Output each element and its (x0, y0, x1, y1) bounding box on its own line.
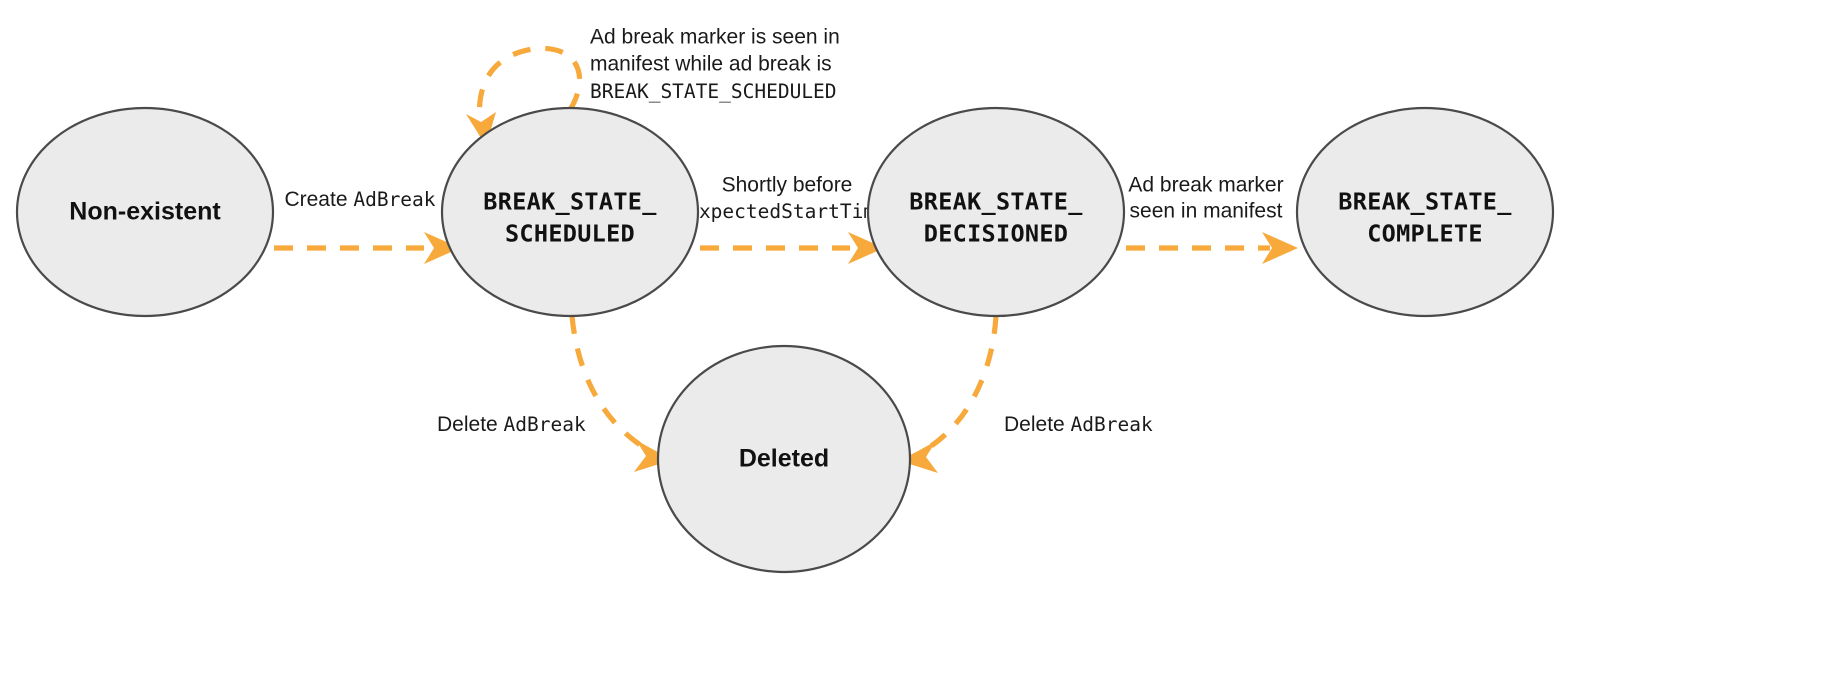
edge-create-adbreak-label: Create AdBreak (284, 188, 435, 211)
edge-scheduled-self-loop-label-code: BREAK_STATE_SCHEDULED (590, 80, 837, 103)
edge-decisioned-to-complete: Ad break marker seen in manifest (1126, 174, 1298, 264)
node-break-state-scheduled-label-line1: BREAK_STATE_ (483, 188, 657, 216)
edge-scheduled-self-loop-line (476, 45, 583, 123)
node-break-state-scheduled[interactable]: BREAK_STATE_ SCHEDULED (440, 106, 700, 318)
node-break-state-scheduled-label-line2: SCHEDULED (505, 220, 635, 248)
edge-delete-adbreak-right-label: Delete AdBreak (1004, 413, 1153, 436)
node-break-state-decisioned-shape[interactable] (866, 106, 1126, 318)
node-break-state-decisioned-label-line1: BREAK_STATE_ (909, 188, 1083, 216)
edge-scheduled-self-loop-label-line1: Ad break marker is seen in (590, 26, 840, 49)
edge-create-adbreak-arrowhead (424, 232, 460, 264)
node-non-existent[interactable]: Non-existent (15, 106, 275, 318)
edge-scheduled-to-decisioned-label-line1: Shortly before (722, 174, 853, 197)
node-break-state-scheduled-shape[interactable] (440, 106, 700, 318)
edge-scheduled-to-decisioned: Shortly before expectedStartTime (687, 174, 887, 264)
edge-scheduled-to-decisioned-arrowhead (848, 232, 884, 264)
edge-scheduled-to-deleted-arrowhead (634, 440, 672, 472)
edge-decisioned-to-complete-label-line1: Ad break marker (1128, 174, 1283, 197)
edge-scheduled-self-loop-label-line2: manifest while ad break is (590, 53, 832, 76)
node-non-existent-shape[interactable] (15, 106, 275, 318)
node-break-state-complete-label-line1: BREAK_STATE_ (1338, 188, 1512, 216)
edge-scheduled-to-deleted: Delete AdBreak (437, 315, 672, 472)
node-deleted-shape[interactable] (656, 344, 912, 574)
node-break-state-decisioned[interactable]: BREAK_STATE_ DECISIONED (866, 106, 1126, 318)
edge-create-adbreak: Create AdBreak (274, 188, 460, 264)
node-non-existent-label: Non-existent (69, 198, 221, 226)
node-break-state-complete-shape[interactable] (1295, 106, 1555, 318)
node-break-state-decisioned-label-line2: DECISIONED (924, 220, 1068, 248)
edge-decisioned-to-complete-arrowhead (1262, 232, 1298, 264)
edge-decisioned-to-deleted-arrowhead (900, 441, 938, 473)
edge-decisioned-to-deleted-line (910, 315, 999, 460)
edge-delete-adbreak-left-label: Delete AdBreak (437, 413, 586, 436)
node-deleted-label: Deleted (739, 445, 829, 473)
node-break-state-complete[interactable]: BREAK_STATE_ COMPLETE (1295, 106, 1555, 318)
node-break-state-complete-label-line2: COMPLETE (1367, 220, 1483, 248)
edge-scheduled-self-loop: Ad break marker is seen in manifest whil… (466, 26, 840, 146)
edge-decisioned-to-complete-label-line2: seen in manifest (1130, 200, 1283, 223)
edge-scheduled-to-decisioned-label-code: expectedStartTime (687, 200, 887, 223)
edge-decisioned-to-deleted: Delete AdBreak (900, 315, 1153, 473)
node-deleted[interactable]: Deleted (656, 344, 912, 574)
